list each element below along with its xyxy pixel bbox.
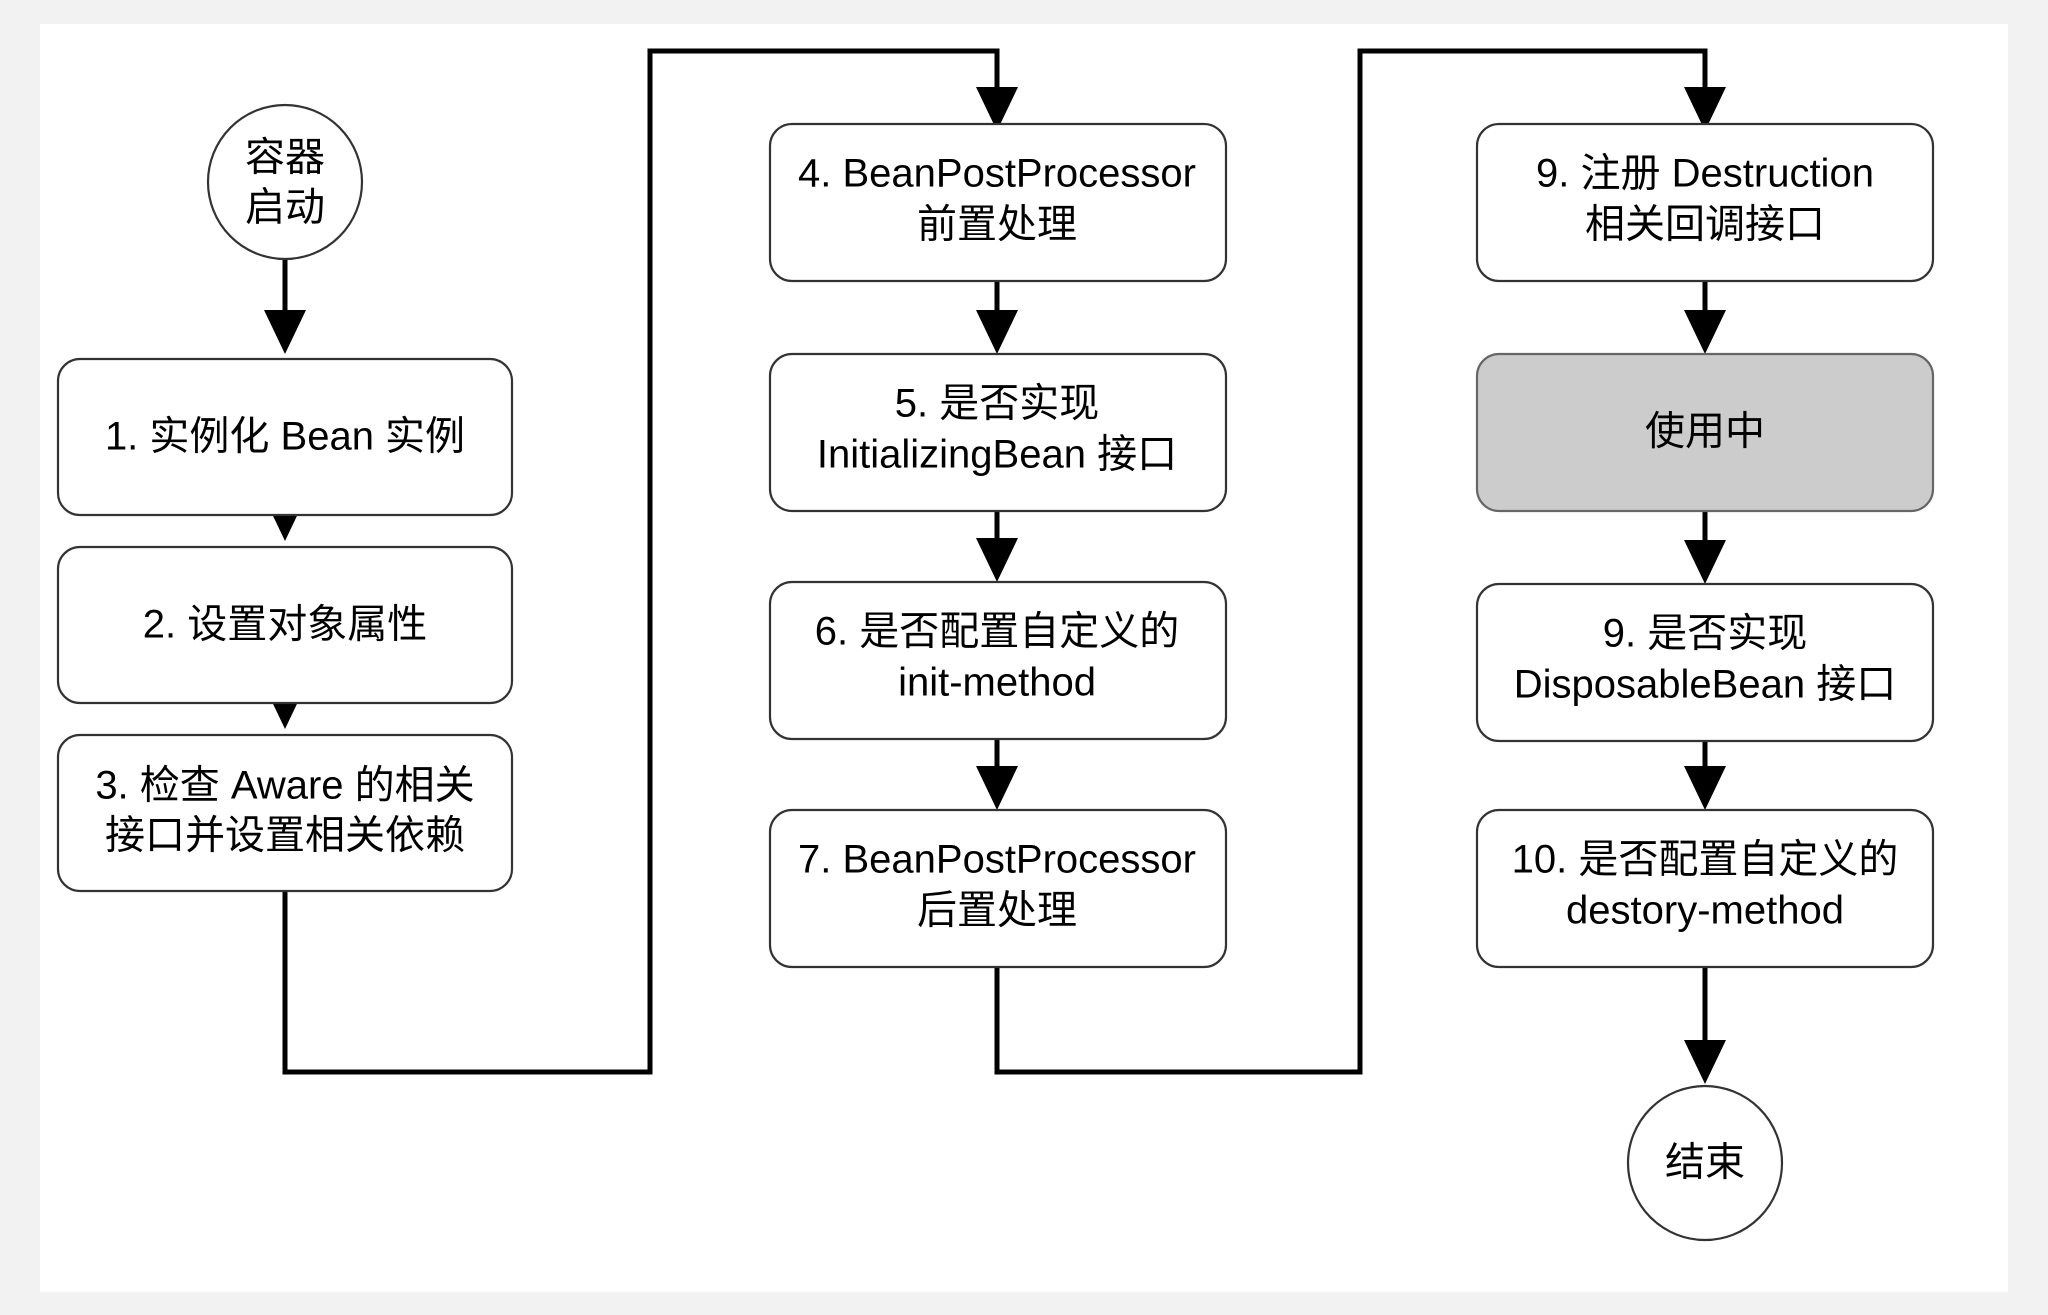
start-circle-shape bbox=[206, 103, 364, 261]
node-6-line1: 6. 是否配置自定义的 bbox=[815, 610, 1179, 654]
node-6[interactable]: 6. 是否配置自定义的 init-method bbox=[768, 580, 1228, 741]
node-1[interactable]: 1. 实例化 Bean 实例 bbox=[56, 357, 514, 517]
node-6-shape bbox=[768, 580, 1228, 741]
diagram-canvas: 容器 启动 1. 实例化 Bean 实例 2. 设置对象属性 3. 检查 Awa… bbox=[40, 24, 2008, 1292]
node-end-label: 结束 bbox=[1665, 1141, 1745, 1185]
node-11-line1: 10. 是否配置自定义的 bbox=[1512, 838, 1899, 882]
node-3-line1: 3. 检查 Aware 的相关 bbox=[95, 764, 474, 808]
node-start-line1: 容器 bbox=[245, 136, 325, 180]
node-11[interactable]: 10. 是否配置自定义的 destory-method bbox=[1475, 808, 1935, 969]
node-end[interactable]: 结束 bbox=[1626, 1084, 1784, 1242]
node-10-line1: 9. 是否实现 bbox=[1603, 612, 1807, 656]
node-2[interactable]: 2. 设置对象属性 bbox=[56, 545, 514, 705]
node-5-shape bbox=[768, 352, 1228, 513]
node-4-shape bbox=[768, 122, 1228, 283]
node-8[interactable]: 9. 注册 Destruction 相关回调接口 bbox=[1475, 122, 1935, 283]
node-4-line1: 4. BeanPostProcessor bbox=[798, 152, 1196, 196]
node-7-line2: 后置处理 bbox=[917, 889, 1077, 933]
node-1-line1: 1. 实例化 Bean 实例 bbox=[105, 415, 465, 459]
node-11-shape bbox=[1475, 808, 1935, 969]
node-1-shape bbox=[56, 357, 514, 517]
node-10-shape bbox=[1475, 582, 1935, 743]
node-2-shape bbox=[56, 545, 514, 705]
node-4[interactable]: 4. BeanPostProcessor 前置处理 bbox=[768, 122, 1228, 283]
node-3-line2: 接口并设置相关依赖 bbox=[105, 814, 465, 858]
node-7-line1: 7. BeanPostProcessor bbox=[798, 838, 1196, 882]
node-in-use[interactable]: 使用中 bbox=[1475, 352, 1935, 513]
node-10[interactable]: 9. 是否实现 DisposableBean 接口 bbox=[1475, 582, 1935, 743]
node-start[interactable]: 容器 启动 bbox=[206, 103, 364, 261]
node-8-shape bbox=[1475, 122, 1935, 283]
node-in-use-label: 使用中 bbox=[1645, 410, 1765, 454]
edge-7-to-8 bbox=[994, 48, 1726, 1075]
node-5[interactable]: 5. 是否实现 InitializingBean 接口 bbox=[768, 352, 1228, 513]
flowchart-svg: 容器 启动 1. 实例化 Bean 实例 2. 设置对象属性 3. 检查 Awa… bbox=[56, 48, 1935, 1242]
node-11-line2: destory-method bbox=[1566, 889, 1844, 933]
node-3-shape bbox=[56, 733, 514, 893]
node-4-line2: 前置处理 bbox=[917, 203, 1077, 247]
node-8-line2: 相关回调接口 bbox=[1585, 203, 1825, 247]
node-3[interactable]: 3. 检查 Aware 的相关 接口并设置相关依赖 bbox=[56, 733, 514, 893]
node-2-line1: 2. 设置对象属性 bbox=[143, 603, 427, 647]
edge-start-to-1 bbox=[264, 259, 306, 354]
node-6-line2: init-method bbox=[898, 661, 1096, 705]
node-8-line1: 9. 注册 Destruction bbox=[1536, 152, 1874, 196]
node-7[interactable]: 7. BeanPostProcessor 后置处理 bbox=[768, 808, 1228, 969]
node-start-line2: 启动 bbox=[245, 186, 325, 230]
node-5-line2: InitializingBean 接口 bbox=[817, 433, 1177, 477]
node-7-shape bbox=[768, 808, 1228, 969]
node-5-line1: 5. 是否实现 bbox=[895, 382, 1099, 426]
end-circle-shape bbox=[1626, 1084, 1784, 1242]
node-10-line2: DisposableBean 接口 bbox=[1514, 663, 1896, 707]
edge-3-to-4 bbox=[282, 48, 1018, 1075]
node-in-use-shape bbox=[1475, 352, 1935, 513]
